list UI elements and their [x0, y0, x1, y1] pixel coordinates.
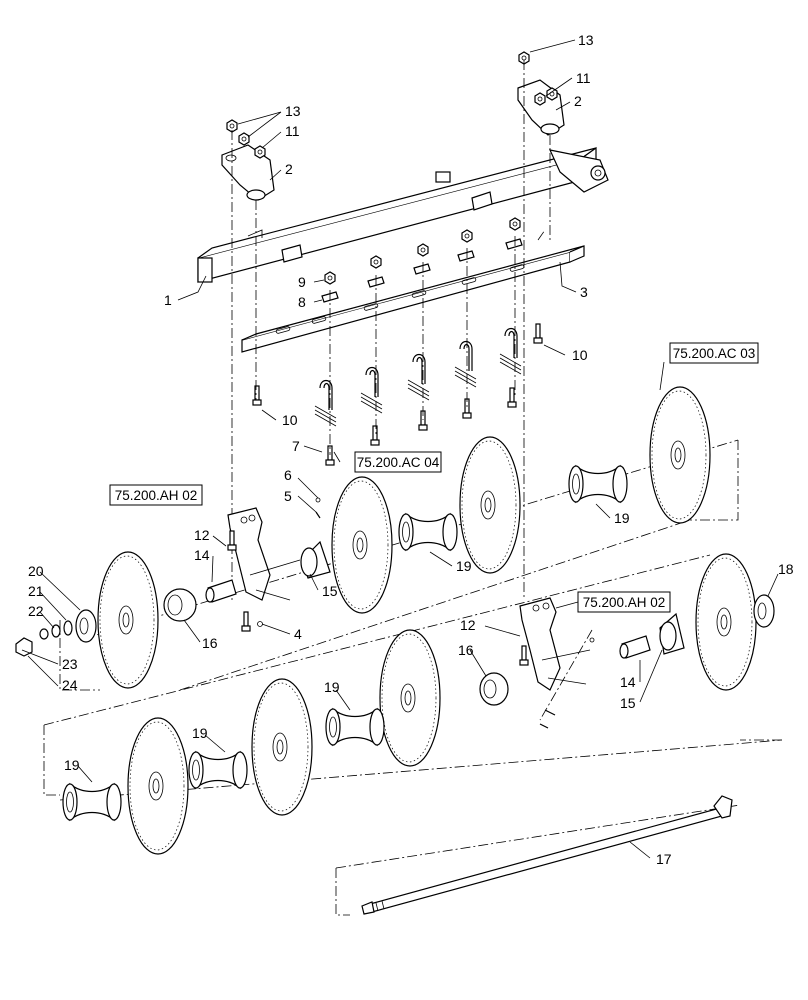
reference-ac03[interactable]: 75.200.AC 03	[669, 342, 759, 364]
main-frame-tube	[197, 146, 609, 283]
callout-12-left: 12	[194, 527, 210, 543]
callout-24: 24	[62, 677, 78, 693]
callout-14-right: 14	[620, 674, 636, 690]
lower-gang-parts	[62, 553, 775, 855]
callout-13-right: 13	[578, 32, 594, 48]
callout-16-left: 16	[202, 635, 218, 651]
callout-16-right: 16	[458, 642, 474, 658]
lower-gang-outline	[43, 554, 783, 801]
callout-19-lower-mid: 19	[192, 725, 208, 741]
svg-text:75.200.AC 04: 75.200.AC 04	[357, 455, 440, 470]
callout-18: 18	[778, 561, 794, 577]
callout-11-right: 11	[576, 70, 591, 86]
callout-19-upper-center: 19	[456, 558, 472, 574]
callout-13-left: 13	[285, 103, 301, 119]
callout-4: 4	[294, 626, 302, 642]
clamp-assembly-left	[221, 119, 275, 201]
svg-text:75.200.AH 02: 75.200.AH 02	[583, 595, 666, 610]
callout-3: 3	[580, 284, 588, 300]
callout-2-left: 2	[285, 161, 293, 177]
callout-20: 20	[28, 563, 44, 579]
callout-21: 21	[28, 583, 44, 599]
callout-5: 5	[284, 488, 292, 504]
clamp-assembly-right	[517, 51, 565, 136]
callout-23: 23	[62, 656, 78, 672]
reference-ac04[interactable]: 75.200.AC 04	[354, 451, 442, 473]
callout-19-upper-right: 19	[614, 510, 630, 526]
axle-shaft	[335, 795, 741, 916]
callout-15-left: 15	[322, 583, 338, 599]
callout-19-lower-left: 19	[64, 757, 80, 773]
callout-2-right: 2	[574, 93, 582, 109]
reference-ah02-right[interactable]: 75.200.AH 02	[577, 591, 671, 613]
callout-8: 8	[298, 294, 306, 310]
callout-10-left: 10	[282, 412, 298, 428]
scraper-bar	[241, 245, 585, 353]
callout-labels: 13 11 2 13 11 2 1 3 9 8 10 10 7 6 5 12 1…	[28, 32, 794, 867]
callout-17: 17	[656, 851, 672, 867]
callout-14-left: 14	[194, 547, 210, 563]
callout-9: 9	[298, 274, 306, 290]
callout-1: 1	[164, 292, 172, 308]
leader-lines	[21, 39, 779, 859]
callout-7: 7	[292, 438, 300, 454]
callout-12-right: 12	[460, 617, 476, 633]
svg-text:75.200.AH 02: 75.200.AH 02	[115, 488, 198, 503]
callout-22: 22	[28, 603, 44, 619]
callout-6: 6	[284, 467, 292, 483]
callout-19-lower-center: 19	[324, 679, 340, 695]
svg-text:75.200.AC 03: 75.200.AC 03	[673, 346, 756, 361]
reference-ah02-left[interactable]: 75.200.AH 02	[109, 484, 203, 506]
upper-gang-parts	[15, 386, 711, 689]
callout-10-right: 10	[572, 347, 588, 363]
callout-15-right: 15	[620, 695, 636, 711]
callout-11-left: 11	[285, 123, 300, 139]
